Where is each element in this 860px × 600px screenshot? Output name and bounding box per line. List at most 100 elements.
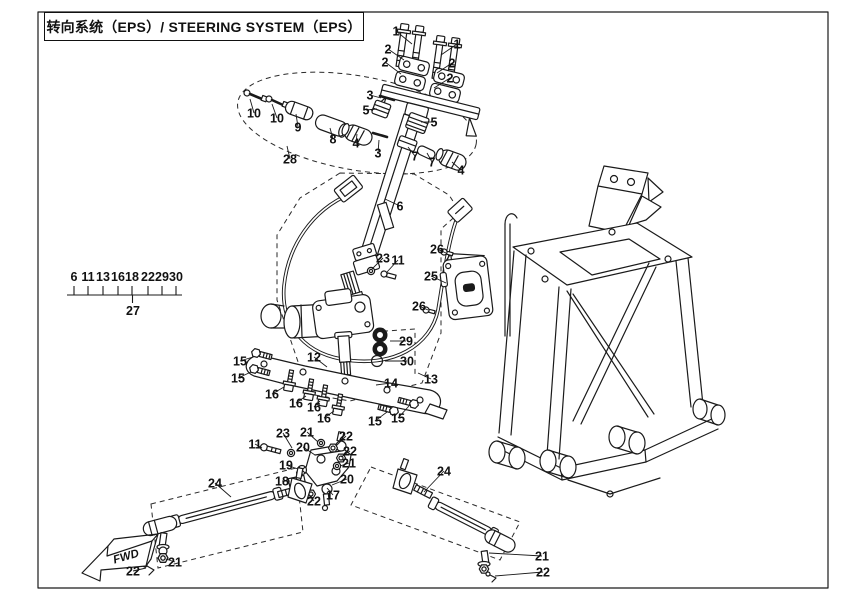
callout-20: 20 (296, 441, 310, 455)
callout-21: 21 (168, 556, 182, 570)
callout-10: 10 (247, 107, 261, 121)
hardware-group-outline-28 (237, 71, 477, 175)
callout-22: 22 (343, 445, 357, 459)
callout-1: 1 (454, 38, 461, 52)
leader-line (313, 400, 321, 408)
tie-rod-left (142, 467, 313, 576)
bracket-number-11: 11 (81, 270, 94, 284)
leader-line (397, 405, 410, 419)
leader-line (326, 487, 334, 496)
callout-13: 13 (424, 373, 438, 387)
tie-rod-right (392, 458, 516, 583)
callout-22: 22 (307, 495, 321, 509)
leader-line (384, 61, 402, 75)
callout-3: 3 (375, 147, 382, 161)
steering-coupler (372, 327, 388, 357)
callout-23: 23 (276, 427, 290, 441)
callout-21: 21 (535, 550, 549, 564)
leader-line (365, 108, 378, 111)
callout-16: 16 (265, 388, 279, 402)
callout-23: 23 (376, 252, 390, 266)
leader-line (340, 450, 351, 458)
leader-line (488, 552, 543, 557)
leader-line (440, 43, 458, 56)
leader-line (313, 356, 328, 368)
callout-21: 21 (300, 426, 314, 440)
leader-line (286, 145, 291, 160)
callout-5: 5 (363, 104, 370, 118)
leader-line (436, 62, 453, 74)
leader-line (306, 431, 319, 443)
callout-16: 16 (289, 397, 303, 411)
callout-28: 28 (283, 153, 297, 167)
leader-line (436, 248, 447, 254)
callout-22: 22 (536, 566, 550, 580)
callout-9: 9 (295, 121, 302, 135)
leader-line (384, 198, 401, 207)
callout-15: 15 (233, 355, 247, 369)
leader-line (374, 411, 388, 422)
callout-15: 15 (368, 415, 382, 429)
leader-line (331, 478, 348, 486)
leader-line (295, 113, 299, 128)
callout-24: 24 (437, 465, 451, 479)
leader-line (165, 558, 176, 563)
tie-rod-right-outline (350, 466, 521, 561)
callout-30: 30 (400, 355, 414, 369)
bracket-number-16: 16 (111, 270, 125, 284)
callout-4: 4 (353, 137, 360, 151)
bracket-number-6: 6 (71, 270, 78, 284)
page-title: 转向系统（EPS）/ STEERING SYSTEM（EPS） (44, 12, 364, 41)
callout-26: 26 (430, 243, 444, 257)
leader-line (494, 571, 544, 577)
callout-7: 7 (429, 156, 436, 170)
leader-line (387, 48, 405, 61)
callout-2: 2 (447, 72, 454, 86)
leader-line (254, 443, 263, 449)
callout-16: 16 (317, 412, 331, 426)
leader-line (426, 152, 433, 163)
leader-line (214, 482, 232, 498)
mount-bracket (245, 347, 448, 420)
callout-27: 27 (126, 304, 140, 318)
leader-line (239, 356, 254, 362)
callout-12: 12 (307, 351, 321, 365)
bracket-number-30: 30 (169, 270, 183, 284)
leader-line (237, 371, 252, 379)
leader-line (282, 432, 293, 449)
eps-gearbox (260, 288, 375, 381)
fwd-arrow: FWD (81, 533, 159, 582)
bracket-number-29: 29 (155, 270, 169, 284)
leader-line (433, 77, 451, 89)
callout-4: 4 (458, 164, 465, 178)
leader-line (295, 395, 307, 404)
callout-6: 6 (397, 200, 404, 214)
leader-line (323, 410, 335, 419)
callout-10: 10 (270, 112, 284, 126)
o-ring (370, 354, 384, 368)
tie-rod-left-outline (150, 467, 304, 569)
callout-22: 22 (126, 565, 140, 579)
callout-7: 7 (412, 150, 419, 164)
callout-1: 1 (393, 25, 400, 39)
leader-line (271, 386, 285, 395)
callout-3: 3 (367, 89, 374, 103)
callout-15: 15 (391, 412, 405, 426)
bracket-number-22: 22 (141, 270, 155, 284)
callout-2: 2 (385, 43, 392, 57)
callout-8: 8 (330, 133, 337, 147)
leader-line (355, 133, 358, 144)
callout-17: 17 (326, 489, 340, 503)
leader-line (249, 98, 255, 114)
leader-line (418, 305, 429, 311)
leader-line (407, 146, 416, 157)
small-bolt (380, 270, 397, 280)
leader-line (335, 435, 347, 447)
connector-plug (333, 174, 363, 203)
leader-line (339, 462, 350, 467)
callout-2: 2 (382, 56, 389, 70)
callout-14: 14 (384, 377, 398, 391)
